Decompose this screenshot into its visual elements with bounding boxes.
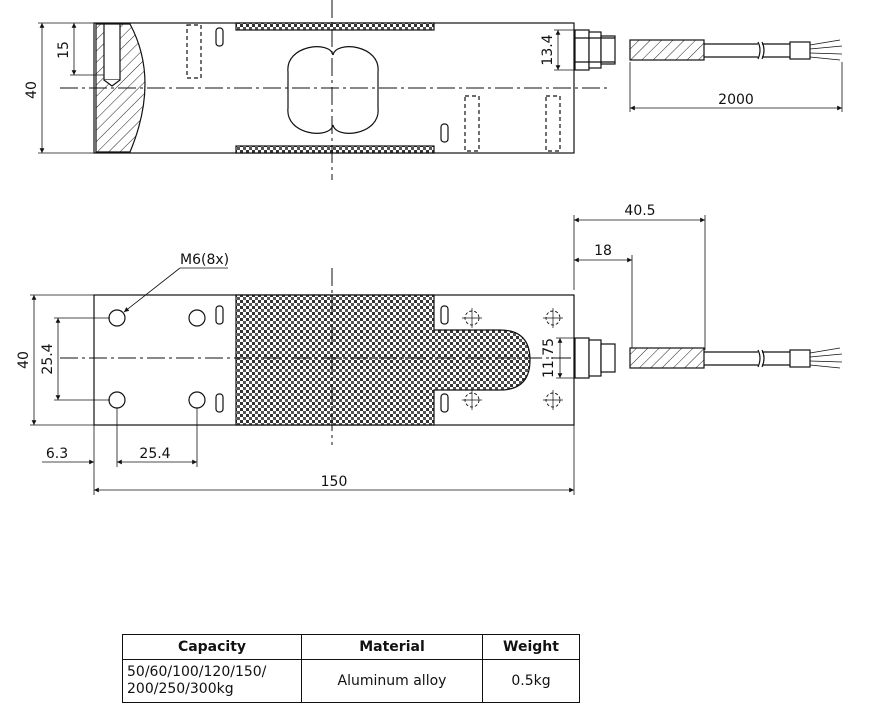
tapped-hole: [103, 23, 121, 81]
cell-weight: 0.5kg: [482, 659, 580, 703]
strain-relief-spring: [629, 39, 705, 61]
dim-cable-length: 2000: [718, 92, 754, 108]
dim-height: 40: [24, 81, 40, 99]
capacity-line: 50/60/100/120/150/: [127, 664, 267, 680]
hidden-hole: [464, 95, 480, 152]
side-view: [38, 0, 843, 180]
header-material: Material: [301, 634, 483, 660]
header-weight: Weight: [482, 634, 580, 660]
mount-hole: [108, 309, 126, 327]
mount-hole: [188, 391, 206, 409]
spec-table: Capacity Material Weight 50/60/100/120/1…: [122, 634, 580, 703]
table-row: 50/60/100/120/150/ 200/250/300kg Aluminu…: [122, 659, 580, 703]
capacity-line: 200/250/300kg: [127, 681, 234, 697]
binocular-hole: [287, 46, 379, 134]
gauge-area: [235, 294, 531, 426]
dim-hole-spacing-y: 25.4: [40, 343, 56, 374]
cell-capacity: 50/60/100/120/150/ 200/250/300kg: [122, 659, 302, 703]
dim-cable-offset-1: 40.5: [624, 203, 655, 219]
hidden-hole: [186, 24, 202, 79]
dim-cable-offset-2: 18: [594, 243, 612, 259]
load-cell-drawing: 40 15 13.4 2000: [16, 0, 843, 495]
gauge-recess-top: [235, 22, 435, 31]
mount-hole: [108, 391, 126, 409]
dim-cable-height: 13.4: [540, 34, 556, 65]
cable-gland: [574, 29, 590, 71]
gauge-recess-bottom: [235, 145, 435, 154]
dim-cable-dia: 11.75: [541, 338, 557, 378]
dim-width: 40: [16, 351, 32, 369]
dim-hole-spacing-x: 25.4: [139, 446, 170, 462]
dim-length: 150: [321, 474, 348, 490]
dim-edge-offset: 6.3: [46, 446, 68, 462]
dim-callout-m6: M6(8x): [180, 252, 229, 268]
mount-hole: [188, 309, 206, 327]
header-capacity: Capacity: [122, 634, 302, 660]
hidden-hole: [545, 95, 561, 152]
cell-material: Aluminum alloy: [301, 659, 483, 703]
dim-hole-depth: 15: [56, 41, 72, 59]
top-view: [30, 215, 843, 495]
